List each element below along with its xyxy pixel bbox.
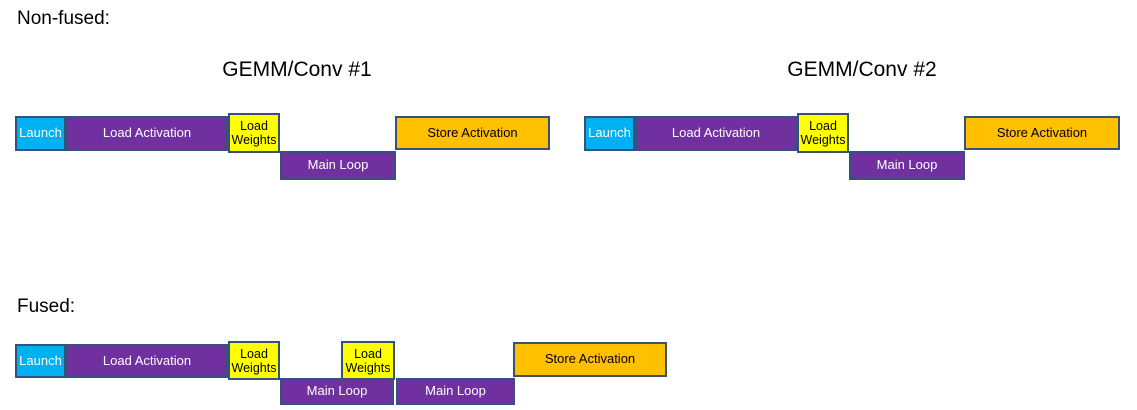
block-nf2-load-activation: Load Activation bbox=[635, 116, 797, 151]
block-nf1-load-activation: Load Activation bbox=[66, 116, 228, 151]
block-nf2-load-weights: Load Weights bbox=[797, 113, 849, 153]
block-f-main-loop-1: Main Loop bbox=[280, 378, 394, 405]
block-f-store-activation: Store Activation bbox=[513, 342, 667, 377]
fused-heading: Fused: bbox=[17, 296, 76, 317]
block-f-load-weights-2: Load Weights bbox=[341, 341, 395, 380]
block-nf1-load-weights: Load Weights bbox=[228, 113, 280, 153]
block-f-load-weights-1: Load Weights bbox=[228, 341, 280, 380]
block-f-main-loop-2: Main Loop bbox=[396, 378, 515, 405]
block-f-load-activation: Load Activation bbox=[66, 344, 228, 378]
gemm-conv-1-title: GEMM/Conv #1 bbox=[222, 58, 372, 81]
block-nf2-launch: Launch bbox=[584, 116, 635, 151]
gemm-conv-2-title: GEMM/Conv #2 bbox=[787, 58, 937, 81]
non-fused-heading: Non-fused: bbox=[17, 8, 110, 29]
block-nf1-launch: Launch bbox=[15, 116, 66, 151]
block-nf2-main-loop: Main Loop bbox=[849, 151, 965, 180]
block-nf1-main-loop: Main Loop bbox=[280, 151, 396, 180]
block-nf2-store-activation: Store Activation bbox=[964, 116, 1120, 150]
block-f-launch: Launch bbox=[15, 344, 66, 378]
block-nf1-store-activation: Store Activation bbox=[395, 116, 550, 150]
